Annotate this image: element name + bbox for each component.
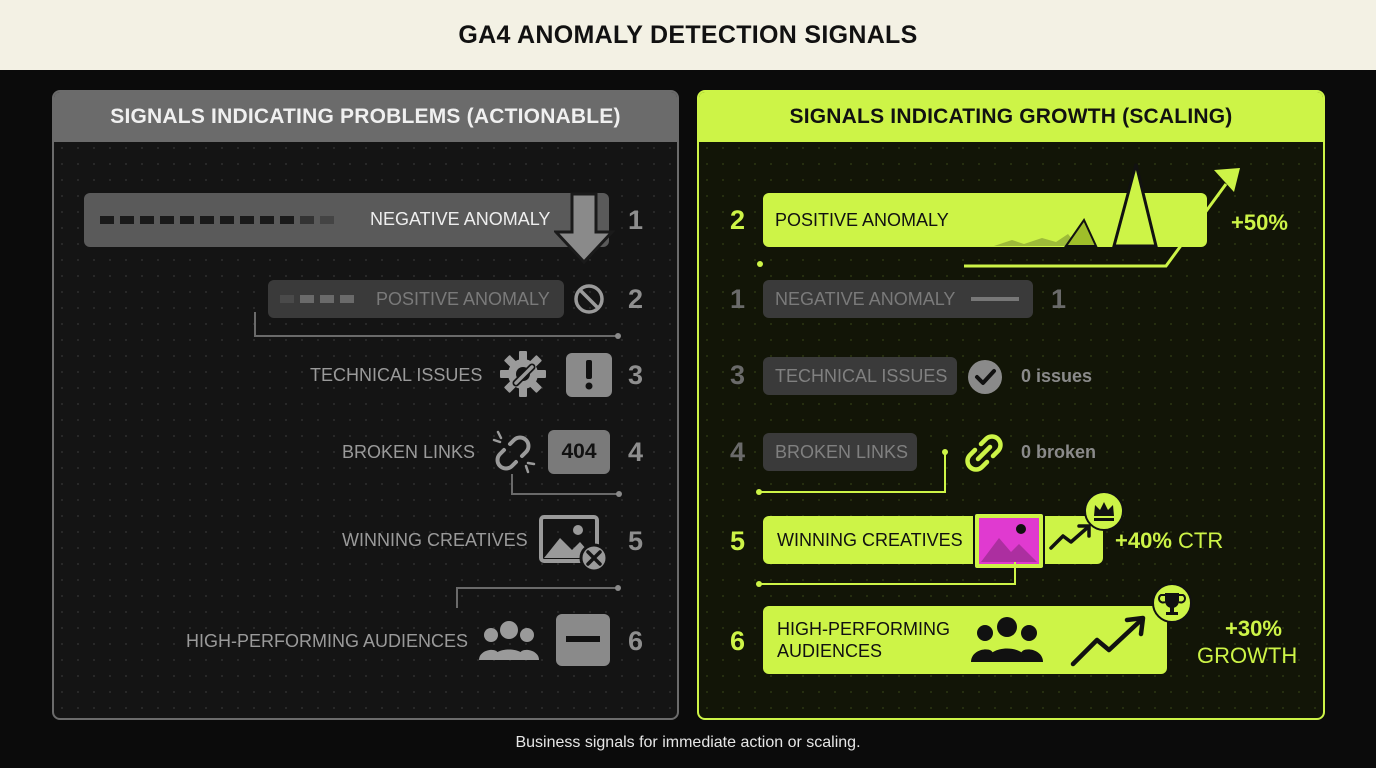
trend-up-icon xyxy=(1049,524,1091,550)
left-row-3-number: 3 xyxy=(628,360,644,390)
right-row-4-number: 4 xyxy=(730,437,746,467)
positive-anomaly-label: POSITIVE ANOMALY xyxy=(775,210,949,230)
negative-anomaly-label: NEGATIVE ANOMALY xyxy=(370,209,551,229)
broken-links-count: 0 broken xyxy=(1021,442,1097,462)
connector-line xyxy=(456,585,621,608)
people-icon xyxy=(971,617,1043,662)
right-row-3-number: 3 xyxy=(730,360,746,390)
connector-line xyxy=(254,312,621,339)
technical-issues-label: TECHNICAL ISSUES xyxy=(310,365,483,385)
technical-issues-pill: TECHNICAL ISSUES xyxy=(763,357,957,395)
connector-line xyxy=(756,562,1016,587)
dashed-trend-line xyxy=(100,216,334,224)
flat-line-icon xyxy=(971,297,1019,301)
audiences-growth-label: GROWTH xyxy=(1197,643,1298,668)
title-bar: GA4 ANOMALY DETECTION SIGNALS xyxy=(0,0,1376,70)
no-entry-icon xyxy=(574,284,604,314)
problems-panel: SIGNALS INDICATING PROBLEMS (ACTIONABLE)… xyxy=(52,90,679,720)
exclamation-badge xyxy=(566,353,612,397)
page-title: GA4 ANOMALY DETECTION SIGNALS xyxy=(458,20,918,49)
gear-wrench-icon xyxy=(500,351,546,397)
left-row-6-number: 6 xyxy=(628,626,644,656)
left-row-4-number: 4 xyxy=(628,437,644,467)
spike-chart-icon xyxy=(964,163,1240,268)
image-x-icon xyxy=(539,515,609,573)
connector-line xyxy=(511,474,622,497)
minus-badge xyxy=(556,614,610,666)
down-arrow-icon xyxy=(554,192,616,265)
audiences-label-line1: HIGH-PERFORMING xyxy=(777,619,950,639)
high-performing-audiences-pill: HIGH-PERFORMING AUDIENCES xyxy=(763,606,1167,674)
trend-up-icon xyxy=(1070,615,1146,667)
ctr-suffix: CTR xyxy=(1178,528,1224,553)
trophy-icon xyxy=(1152,583,1192,623)
broken-link-icon xyxy=(492,430,536,474)
winning-creatives-label: WINNING CREATIVES xyxy=(777,530,963,550)
audiences-growth-value: +30% xyxy=(1225,616,1282,641)
negative-anomaly-pill: NEGATIVE ANOMALY xyxy=(84,193,609,247)
minus-icon xyxy=(566,636,600,642)
broken-links-label: BROKEN LINKS xyxy=(342,442,476,462)
right-row-positive-number: 2 xyxy=(730,205,746,235)
problems-panel-header: SIGNALS INDICATING PROBLEMS (ACTIONABLE) xyxy=(54,92,677,142)
crown-icon xyxy=(1084,491,1124,531)
right-row-6-number: 6 xyxy=(730,626,746,656)
check-icon xyxy=(968,360,1002,394)
technical-issues-count: 0 issues xyxy=(1021,366,1093,386)
winning-creatives-pill: WINNING CREATIVES xyxy=(763,516,1103,564)
positive-anomaly-pill: POSITIVE ANOMALY xyxy=(268,280,564,318)
left-row-2-number: 2 xyxy=(628,284,644,314)
footer-caption: Business signals for immediate action or… xyxy=(515,734,861,751)
negative-anomaly-pill-muted: NEGATIVE ANOMALY xyxy=(763,280,1033,318)
positive-anomaly-label-muted: POSITIVE ANOMALY xyxy=(376,289,550,309)
right-row-5-number: 5 xyxy=(730,526,746,556)
broken-links-pill: BROKEN LINKS xyxy=(763,433,917,471)
broken-links-label: BROKEN LINKS xyxy=(775,442,909,462)
image-icon xyxy=(973,512,1045,570)
right-row-negative-number: 1 xyxy=(730,284,746,314)
positive-anomaly-stat: +50% xyxy=(1231,210,1288,235)
winning-creatives-stat: +40% CTR xyxy=(1115,528,1223,554)
ctr-value: +40% xyxy=(1115,528,1172,553)
audiences-label-line2: AUDIENCES xyxy=(777,641,883,661)
exclamation-icon xyxy=(585,360,593,390)
link-icon xyxy=(965,434,1003,472)
left-row-1-number: 1 xyxy=(628,205,644,235)
left-row-5-number: 5 xyxy=(628,526,644,556)
winning-creatives-label: WINNING CREATIVES xyxy=(342,530,528,550)
growth-panel: SIGNALS INDICATING GROWTH (SCALING) 2 PO… xyxy=(697,90,1325,720)
error-404-badge: 404 xyxy=(548,430,610,474)
connector-line xyxy=(756,449,948,495)
technical-issues-label: TECHNICAL ISSUES xyxy=(775,366,948,386)
high-performing-audiences-label: HIGH-PERFORMING AUDIENCES xyxy=(186,631,469,651)
negative-anomaly-label-muted: NEGATIVE ANOMALY xyxy=(775,289,956,309)
faded-trend-line xyxy=(280,295,354,303)
people-icon xyxy=(479,621,539,660)
connector-dot xyxy=(757,261,763,267)
negative-anomaly-count: 1 xyxy=(1051,284,1067,314)
error-404-text: 404 xyxy=(561,440,597,463)
growth-panel-header: SIGNALS INDICATING GROWTH (SCALING) xyxy=(699,92,1323,142)
